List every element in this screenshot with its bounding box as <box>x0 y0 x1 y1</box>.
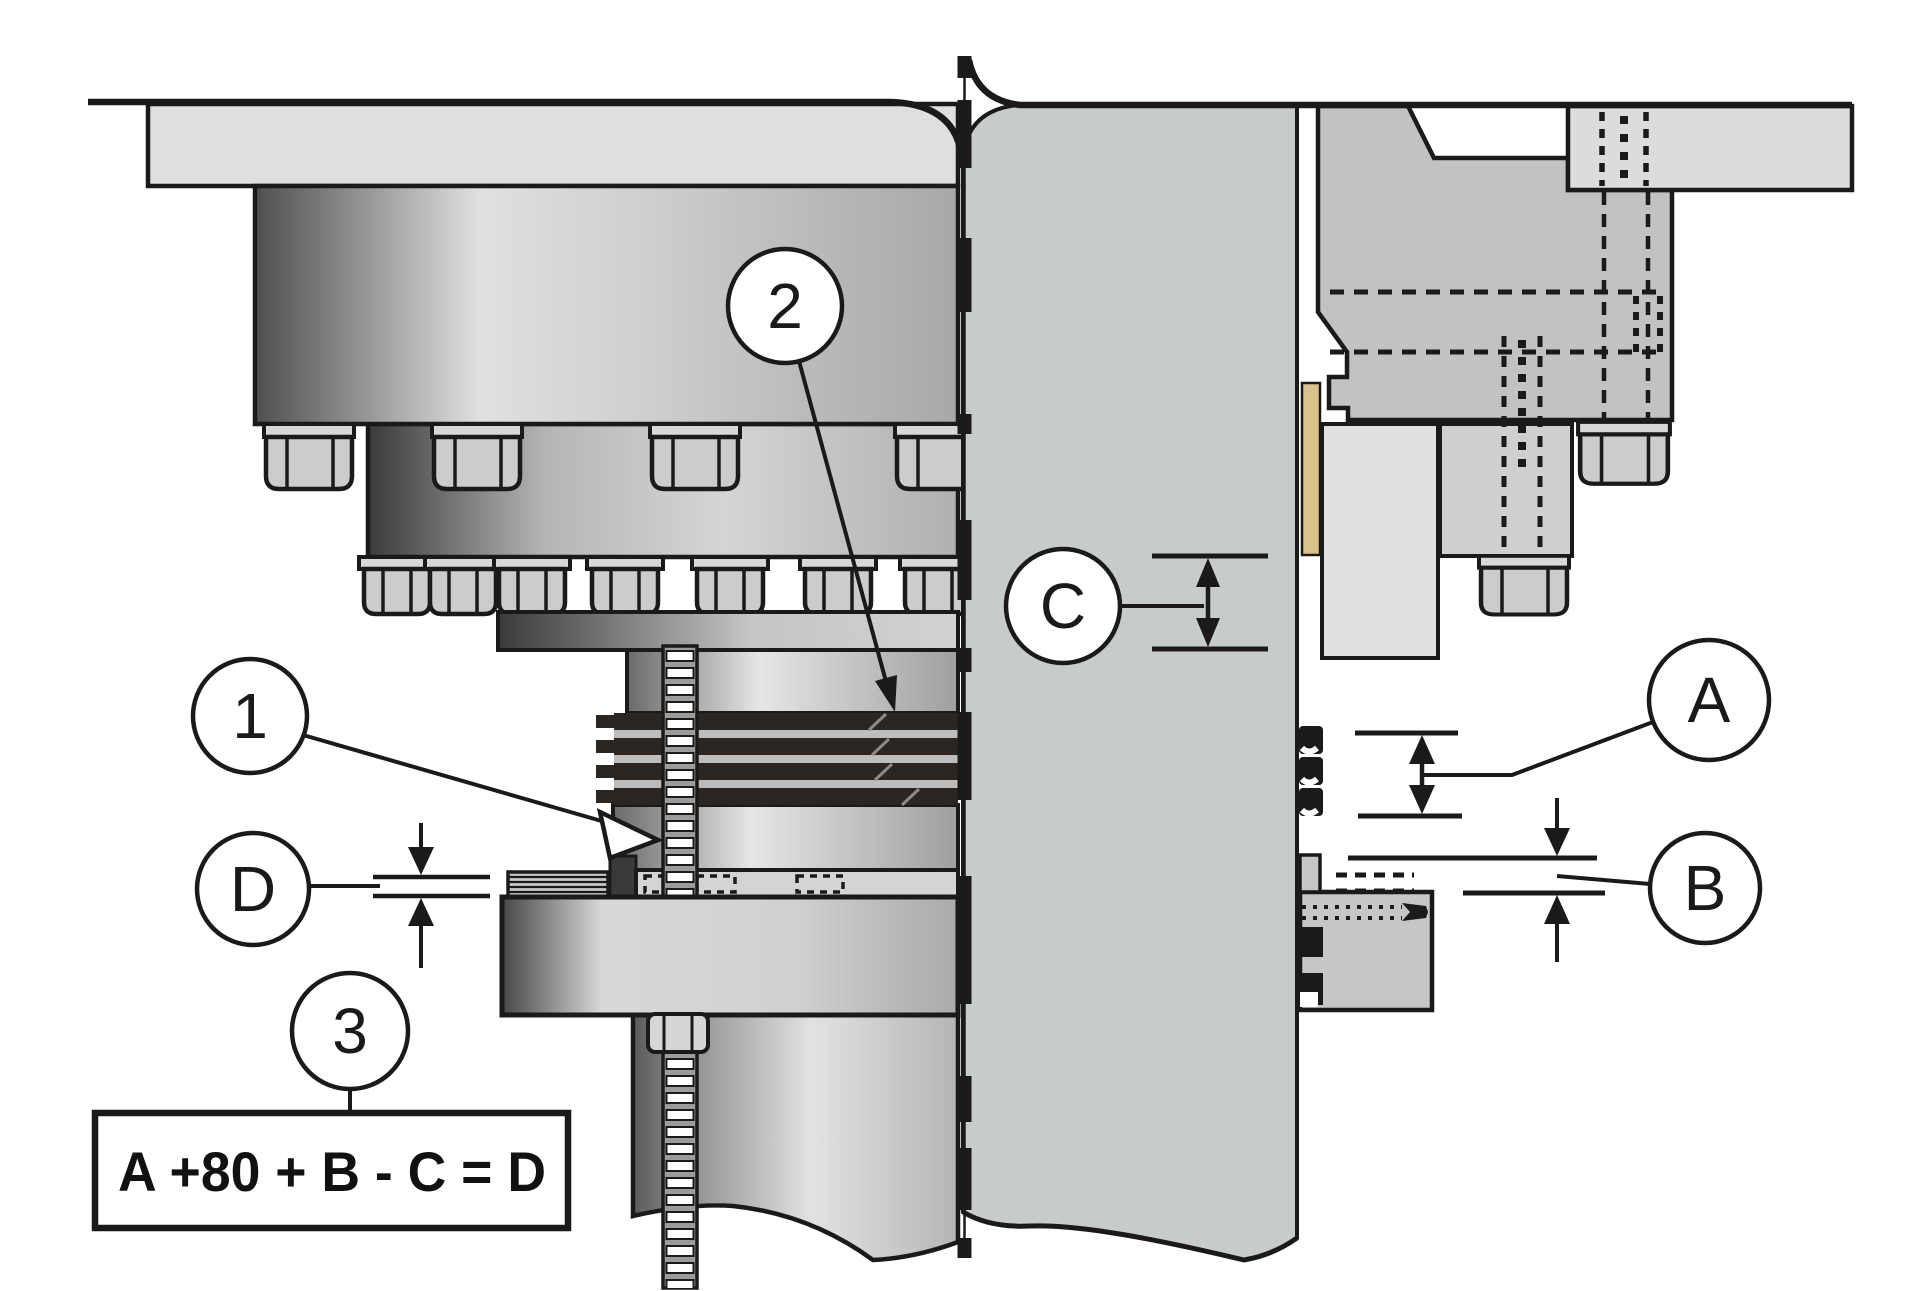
cover-bolt <box>587 557 663 614</box>
formula-box: A +80 + B - C = D <box>91 1109 572 1232</box>
leader-1 <box>302 733 613 826</box>
spline-tooth <box>596 765 614 778</box>
mount-slab <box>145 101 961 189</box>
arrowhead-down-icon <box>1409 785 1435 814</box>
drum-bolt <box>264 424 354 489</box>
seal-ring <box>1299 788 1323 817</box>
piston-block <box>1320 422 1440 660</box>
hex-nut <box>646 1012 710 1054</box>
dimension-d <box>308 823 490 968</box>
left-assembly <box>145 101 985 1290</box>
right-housing <box>1315 103 1675 423</box>
leader-2 <box>797 360 893 701</box>
outer-drum <box>252 183 961 427</box>
callout-2-label: 2 <box>767 270 803 342</box>
cover-bolt <box>425 557 501 614</box>
arrowhead-up-icon <box>408 898 434 926</box>
callout-1: 1 <box>190 656 310 776</box>
arrowhead-down-icon <box>1544 828 1570 856</box>
callout-c-circle <box>1003 546 1123 666</box>
cover-bolt <box>494 557 570 614</box>
flywheel-plate-body <box>961 103 1299 1263</box>
leader-b <box>1556 874 1651 886</box>
housing-bolt <box>1479 556 1569 615</box>
clutch-pack <box>596 712 958 807</box>
drum-bolt <box>432 424 522 489</box>
hidden-lines <box>1330 112 1664 552</box>
arrowhead-up-icon <box>1409 735 1435 764</box>
dimension-a <box>1355 720 1654 819</box>
arrowhead-down-icon <box>408 847 434 875</box>
shim-stack <box>506 870 610 899</box>
dimension-c <box>1122 553 1268 652</box>
flywheel-plate <box>961 103 1299 1263</box>
callout-d: D <box>194 830 312 948</box>
cover-bolt <box>692 557 768 614</box>
clutch-plate <box>614 738 958 755</box>
formula-text: A +80 + B - C = D <box>118 1140 546 1203</box>
friction-strip <box>1300 381 1322 557</box>
right-assembly <box>1297 103 1855 1013</box>
callout-2: 2 <box>725 246 845 366</box>
spline-tooth <box>596 790 614 803</box>
item-leaders <box>302 360 897 1114</box>
callout-c: C <box>1003 546 1123 666</box>
callout-3: 3 <box>289 970 411 1092</box>
callout-d-label: D <box>230 853 276 925</box>
neck-adapter <box>496 610 960 652</box>
callout-b-label: B <box>1684 852 1727 924</box>
callout-d-circle <box>194 830 312 948</box>
arrowhead-up-icon <box>1544 895 1570 924</box>
dimension-b <box>1348 798 1651 962</box>
clutch-plate <box>614 788 958 805</box>
arrowhead-up-icon <box>1196 558 1220 587</box>
callout-1-circle <box>190 656 310 776</box>
adjuster-tab <box>1298 853 1322 894</box>
step-block <box>608 854 638 899</box>
clutch-plate <box>614 763 958 780</box>
arrowhead-icon <box>875 675 897 712</box>
hollow-arrow-icon <box>596 807 664 862</box>
seal-ring <box>1299 757 1323 786</box>
callout-3-circle <box>289 970 411 1092</box>
callout-a-circle <box>1646 637 1772 763</box>
seal-stack <box>1299 726 1323 817</box>
callout-a-label: A <box>1688 664 1731 736</box>
spline-tooth <box>596 740 614 753</box>
leader-a <box>1424 720 1654 777</box>
seal-ring <box>1299 726 1323 755</box>
callout-2-circle <box>725 246 845 366</box>
callout-b-circle <box>1647 830 1763 946</box>
callout-1-label: 1 <box>232 680 268 752</box>
callout-b: B <box>1647 830 1763 946</box>
lower-flange <box>499 894 961 1018</box>
callout-3-label: 3 <box>332 995 368 1067</box>
spline-tooth <box>596 715 614 728</box>
adjuster-part <box>1297 853 1435 1013</box>
callout-c-label: C <box>1040 570 1086 642</box>
callout-a: A <box>1646 637 1772 763</box>
plate-break-line <box>961 1209 1299 1263</box>
top-edge <box>88 59 1852 149</box>
housing-bolt <box>1578 422 1670 484</box>
drum-bolt <box>650 424 740 489</box>
right-top-slab <box>1565 103 1855 193</box>
spring-pin-icon <box>1402 903 1428 921</box>
pawl-notch <box>1297 927 1323 957</box>
arrowhead-down-icon <box>1196 618 1220 647</box>
